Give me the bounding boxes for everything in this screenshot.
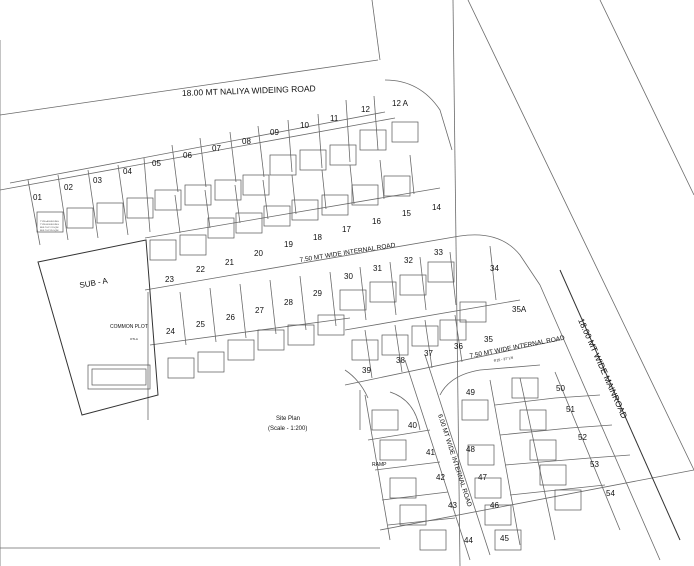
plot-34: 34 bbox=[490, 264, 499, 273]
building-footprints bbox=[36, 121, 582, 551]
internal-road-top bbox=[144, 187, 541, 420]
main-road bbox=[539, 269, 681, 561]
site-plan-title: Site Plan bbox=[276, 416, 300, 422]
building-note: BUILT-UP 74 SQM bbox=[40, 227, 58, 229]
plot-12: 12 bbox=[361, 105, 370, 114]
plot-38: 38 bbox=[396, 356, 405, 365]
plot-08: 08 bbox=[242, 137, 251, 146]
plot-10: 10 bbox=[300, 121, 309, 130]
plot-05: 05 bbox=[152, 159, 161, 168]
plot-25: 25 bbox=[196, 320, 205, 329]
plot-06: 06 bbox=[183, 151, 192, 160]
plot-15: 15 bbox=[402, 209, 411, 218]
sub-a-label: SUB - A bbox=[79, 276, 109, 290]
plot-lines-lower-left-block bbox=[364, 394, 456, 541]
plot-51: 51 bbox=[566, 405, 575, 414]
plot-39: 39 bbox=[362, 366, 371, 375]
plot-40: 40 bbox=[408, 421, 417, 430]
plot-20: 20 bbox=[254, 249, 263, 258]
internal-road-diagonal-label: 6.00 MT WIDE INTERNAL ROAD bbox=[436, 413, 473, 508]
plot-49: 49 bbox=[466, 388, 475, 397]
plot-lines-right-block bbox=[439, 364, 631, 546]
plot-14: 14 bbox=[432, 203, 441, 212]
internal-road-top-label: 7.50 MT WIDE INTERNAL ROAD bbox=[299, 242, 396, 264]
plot-21: 21 bbox=[225, 258, 234, 267]
building-notes: TYPE-A BUILDING TYPE-B BUILDING BUILT-UP… bbox=[40, 220, 59, 232]
plot-50: 50 bbox=[556, 384, 565, 393]
ramp-label: RAMP bbox=[372, 462, 387, 468]
plot-35a: 35A bbox=[512, 305, 527, 314]
plot-54: 54 bbox=[606, 489, 615, 498]
plot-01: 01 bbox=[33, 193, 42, 202]
plot-lines-fourth-row bbox=[149, 314, 463, 379]
building-note: TYPE-A BUILDING bbox=[40, 220, 59, 223]
plot-11: 11 bbox=[330, 114, 339, 123]
mainroad-label: 18.00 MT WIDE MAINROAD bbox=[576, 317, 629, 420]
site-plan-scale: (Scale - 1:200) bbox=[268, 426, 307, 432]
plot-lines-top-row bbox=[27, 95, 379, 246]
plot-07: 07 bbox=[212, 144, 221, 153]
plot-18: 18 bbox=[313, 233, 322, 242]
plot-23: 23 bbox=[165, 275, 174, 284]
plot-lines-third-row bbox=[179, 245, 497, 346]
plot-30: 30 bbox=[344, 272, 353, 281]
plot-52: 52 bbox=[578, 433, 587, 442]
naliya-road-label: 18.00 MT NALIYA WIDEING ROAD bbox=[182, 83, 316, 98]
plot-09: 09 bbox=[270, 128, 279, 137]
plot-41: 41 bbox=[426, 448, 435, 457]
plot-28: 28 bbox=[284, 298, 293, 307]
plot-53: 53 bbox=[590, 460, 599, 469]
building-note: TYPE-B BUILDING bbox=[40, 224, 59, 226]
plot-44: 44 bbox=[464, 536, 473, 545]
plot-27: 27 bbox=[255, 306, 264, 315]
plot-48: 48 bbox=[466, 445, 475, 454]
plot-45: 45 bbox=[500, 534, 509, 543]
plot-33: 33 bbox=[434, 248, 443, 257]
plot-46: 46 bbox=[490, 501, 499, 510]
plot-22: 22 bbox=[196, 265, 205, 274]
otla-mark: OTLA bbox=[130, 337, 138, 341]
plot-lines-second-row bbox=[174, 154, 415, 234]
plot-16: 16 bbox=[372, 217, 381, 226]
internal-road-mid bbox=[344, 299, 561, 430]
plot-47: 47 bbox=[478, 473, 487, 482]
plot-35: 35 bbox=[484, 335, 493, 344]
sub-a-block bbox=[37, 239, 159, 416]
plot-24: 24 bbox=[166, 327, 175, 336]
building-note: BUILT-UP 85 SQM bbox=[40, 230, 58, 232]
plot-04: 04 bbox=[123, 167, 132, 176]
common-plot-label: COMMON PLOT bbox=[110, 324, 148, 330]
plot-42: 42 bbox=[436, 473, 445, 482]
plot-31: 31 bbox=[373, 264, 382, 273]
plot-numbers: 01 02 03 04 05 06 07 08 09 10 11 12 12 A… bbox=[33, 99, 615, 545]
plot-29: 29 bbox=[313, 289, 322, 298]
width-mark: 9'15 - 3'7 LN bbox=[493, 356, 513, 363]
internal-road-diagonal bbox=[344, 354, 491, 561]
naliya-road bbox=[0, 79, 453, 191]
plot-26: 26 bbox=[226, 313, 235, 322]
plot-37: 37 bbox=[424, 349, 433, 358]
plot-32: 32 bbox=[404, 256, 413, 265]
plot-02: 02 bbox=[64, 183, 73, 192]
plot-17: 17 bbox=[342, 225, 351, 234]
plot-36: 36 bbox=[454, 342, 463, 351]
plot-43: 43 bbox=[448, 501, 457, 510]
plot-03: 03 bbox=[93, 176, 102, 185]
plot-19: 19 bbox=[284, 240, 293, 249]
plot-12a: 12 A bbox=[392, 99, 409, 108]
